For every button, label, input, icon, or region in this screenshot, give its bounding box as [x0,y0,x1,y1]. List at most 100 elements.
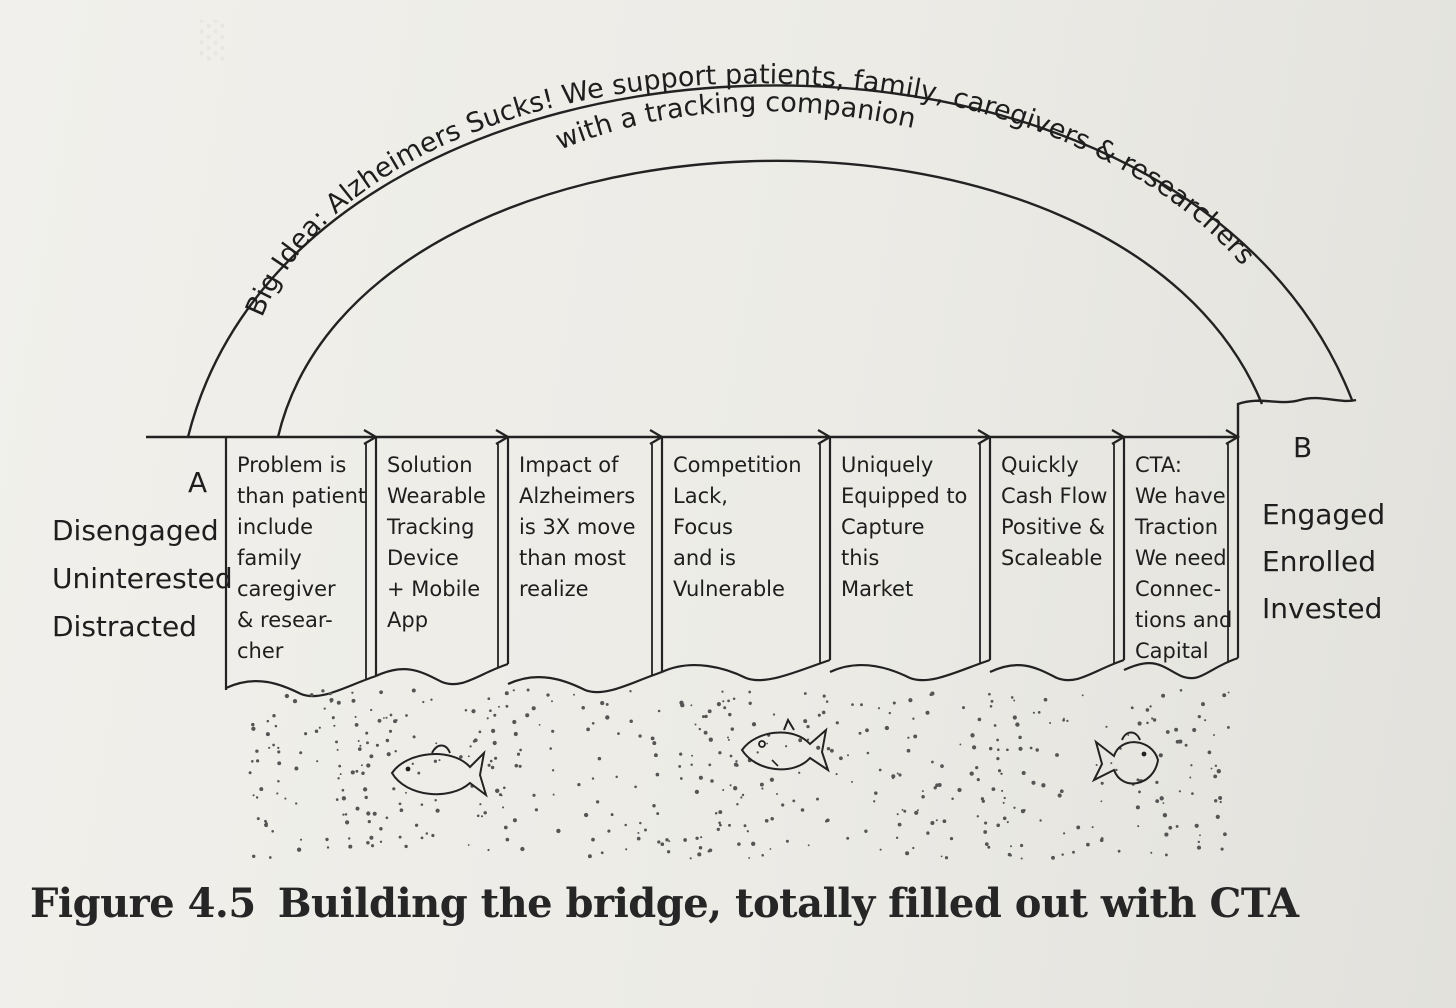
water-dot [252,794,255,797]
statesB-item: Enrolled [1262,545,1376,578]
water-dot [1219,800,1222,804]
water-dot [1061,853,1064,856]
water-dot [722,788,725,792]
water-dot [873,800,876,803]
bleed-through-text: ░ [200,20,228,61]
water-dot [354,715,357,718]
water-dot [248,771,252,775]
water-dot [359,744,362,747]
water-dot [505,837,510,842]
water-dot [430,698,433,701]
column-wave [661,658,831,682]
water-dot [988,692,991,696]
water-stipple [248,688,1230,860]
water-dot [897,822,902,827]
water-dot [274,724,278,728]
water-dot [770,817,774,821]
water-dot [532,793,536,797]
column-5-line: Uniquely [841,453,933,477]
column-2-line: Device [387,546,459,570]
column-5-line: Market [841,577,913,601]
water-dot [1009,845,1013,848]
water-dot [694,723,697,726]
column-2-line: App [387,608,428,632]
column-7-line: Connec- [1135,577,1221,601]
water-dot [912,846,915,850]
column-post [817,429,833,660]
water-dot [940,855,943,858]
water-dot [1091,826,1094,829]
water-dot [386,752,391,757]
water-dot [326,846,330,849]
water-dot [459,755,463,759]
water-dot [735,763,739,767]
water-dot [1063,832,1066,835]
water-dot [921,795,925,799]
water-dot [803,692,807,695]
water-dot [605,702,609,706]
column-5-line: this [841,546,879,570]
water-dot [697,852,702,857]
water-dot [392,787,396,791]
water-dot [304,732,308,736]
water-dot [800,808,805,812]
water-dot [255,796,259,799]
water-dot [379,690,383,695]
water-dot [931,760,934,764]
water-dot [503,825,508,830]
water-dot [1218,796,1223,800]
water-dot [366,763,371,768]
water-dot [379,827,383,831]
column-6-line: Scaleable [1001,546,1102,570]
water-dot [1029,746,1033,750]
water-dot [505,704,509,708]
water-dot [785,745,788,748]
column-2-line: Solution [387,453,473,477]
column-post [495,429,511,664]
water-dot [1081,694,1084,697]
water-dot [825,819,828,823]
water-dot [729,784,732,787]
water-dot [740,796,743,799]
water-dot [434,799,437,802]
water-dot [299,751,303,755]
water-dot [467,844,470,846]
water-dot [981,799,985,803]
water-dot [846,836,850,840]
water-dot [997,748,1000,751]
water-dot [807,738,810,741]
water-dot [716,827,720,832]
water-dot [329,697,334,703]
water-dot [551,769,555,772]
water-dot [1127,734,1130,736]
water-dot [944,856,949,860]
water-dot [251,760,254,763]
water-dot [1100,781,1104,785]
water-dot [277,761,282,766]
water-dot [933,786,937,790]
water-dot [655,772,660,777]
water-dot [393,719,397,724]
water-dot [1227,691,1230,694]
water-dot [607,829,611,833]
water-dot [708,763,712,767]
water-dot [748,690,752,694]
water-dot [679,777,683,780]
water-dot [586,727,590,732]
water-dot [1006,748,1009,752]
water-dot [265,732,270,737]
water-dot [698,846,703,850]
water-dot [719,823,722,827]
water-dot [721,690,724,693]
column-post [363,429,379,676]
water-dot [1152,718,1157,722]
water-dot [1099,838,1104,843]
water-dot [807,844,810,847]
water-dot [716,702,721,707]
water-dot [600,701,605,706]
water-dot [1076,825,1081,830]
water-dot [1161,693,1166,698]
water-dot [420,803,424,806]
column-post [649,429,665,672]
water-dot [487,697,491,701]
